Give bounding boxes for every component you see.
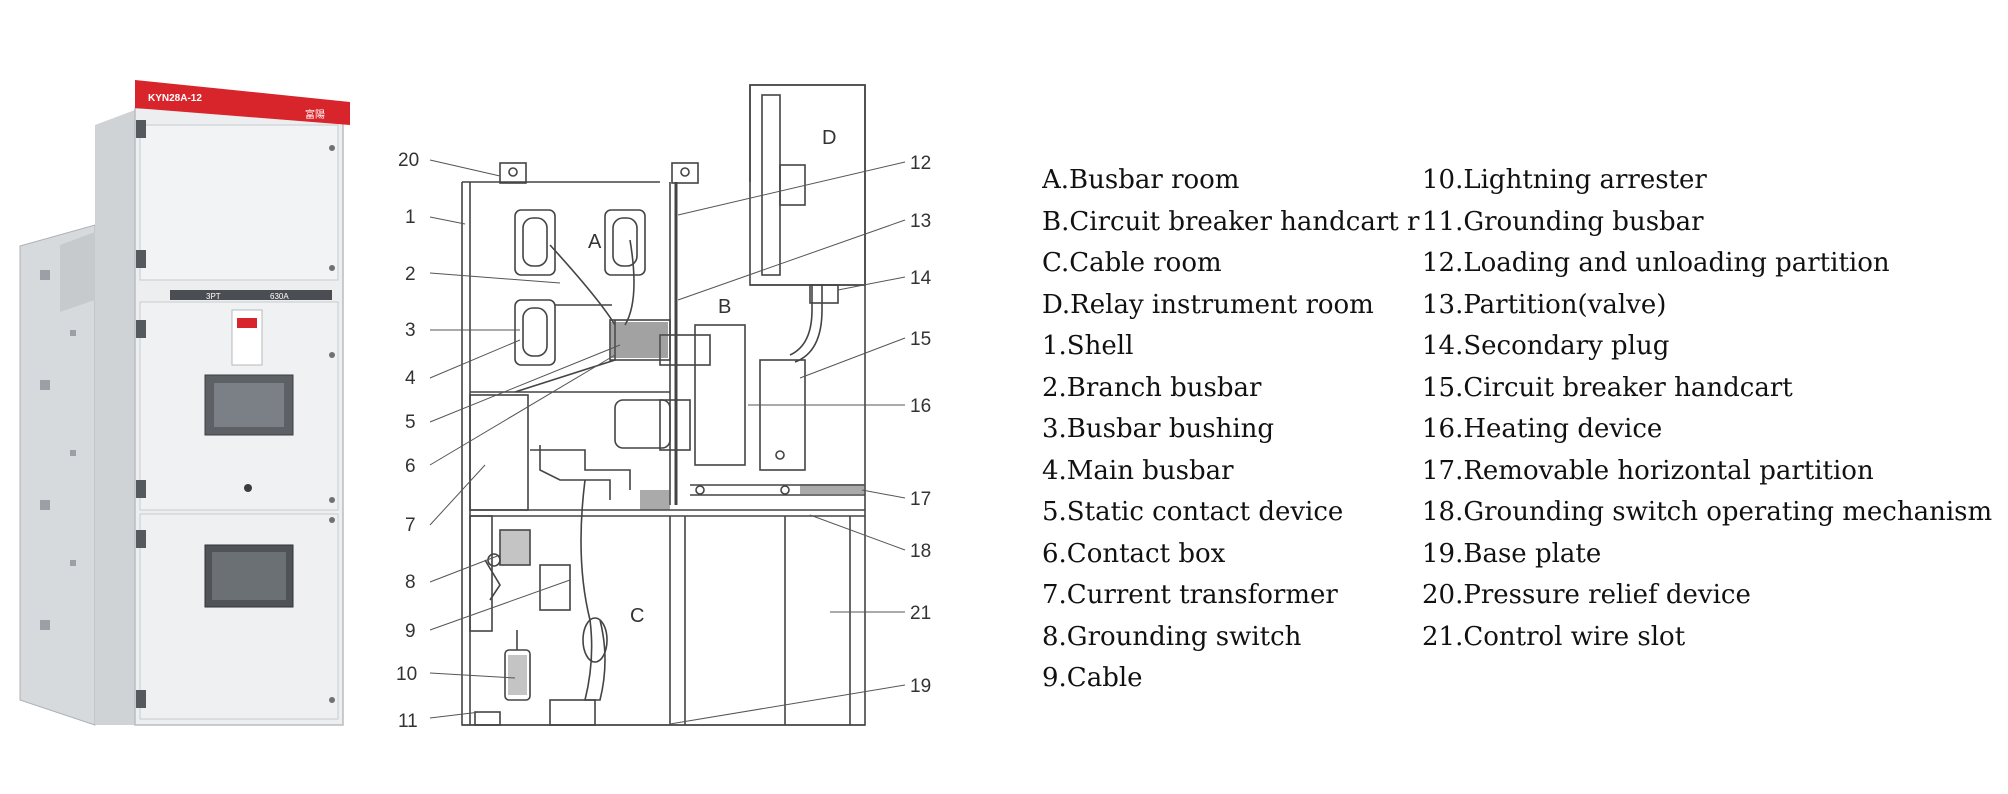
legend-item: 6.Contact box: [1042, 538, 1226, 569]
room-label-c: C: [630, 605, 644, 627]
legend-item: D.Relay instrument room: [1042, 289, 1374, 320]
rating-left: 3PT: [206, 292, 221, 301]
legend-item: 13.Partition(valve): [1422, 289, 1667, 320]
legend-item: 7.Current transformer: [1042, 580, 1338, 610]
callout-7: 7: [405, 515, 416, 536]
callout-9: 9: [405, 621, 416, 642]
legend-item: 5.Static contact device: [1042, 497, 1344, 527]
callout-15: 15: [910, 329, 931, 350]
callout-11: 11: [398, 711, 418, 732]
room-label-b: B: [718, 296, 731, 318]
callout-12: 12: [910, 153, 931, 174]
callout-3: 3: [405, 320, 416, 341]
legend-item: 18.Grounding switch operating mechanism: [1422, 497, 1993, 527]
callout-20: 20: [398, 150, 419, 171]
switchgear-section-diagram: A B C D 20 1 2 3 4 5 6 7 8 9: [396, 84, 932, 732]
component-legend: A.Busbar room B.Circuit breaker handcart…: [1042, 160, 2002, 720]
legend-item: 11.Grounding busbar: [1422, 206, 1704, 237]
legend-item: B.Circuit breaker handcart room: [1042, 206, 1420, 237]
callout-14: 14: [910, 268, 932, 289]
callout-18: 18: [910, 541, 931, 562]
legend-item: 9.Cable: [1042, 663, 1143, 693]
legend-item: C.Cable room: [1042, 248, 1222, 278]
legend-column-left: A.Busbar room B.Circuit breaker handcart…: [1042, 160, 1420, 700]
room-label-d: D: [822, 127, 836, 149]
legend-item: 3.Busbar bushing: [1042, 414, 1275, 444]
legend-item: 8.Grounding switch: [1042, 621, 1302, 652]
legend-item: 2.Branch busbar: [1042, 372, 1262, 403]
callout-2: 2: [405, 264, 416, 285]
model-label: KYN28A-12: [148, 93, 202, 104]
callout-1: 1: [405, 207, 416, 228]
room-label-a: A: [588, 231, 602, 253]
callout-4: 4: [405, 368, 416, 389]
legend-item: 20.Pressure relief device: [1422, 580, 1751, 610]
callout-10: 10: [396, 664, 417, 685]
legend-item: 19.Base plate: [1422, 538, 1602, 569]
callout-13: 13: [910, 211, 931, 232]
cabinet-red-header: [135, 80, 350, 125]
callout-8: 8: [405, 572, 416, 593]
legend-item: 1.Shell: [1042, 331, 1134, 361]
legend-item: A.Busbar room: [1042, 165, 1240, 195]
brand-text: 富陽: [305, 108, 325, 121]
callout-21: 21: [910, 603, 931, 624]
rating-right: 630A: [270, 292, 289, 301]
callout-16: 16: [910, 396, 931, 417]
callout-17: 17: [910, 489, 931, 510]
callout-19: 19: [910, 676, 931, 697]
legend-item: 10.Lightning arrester: [1422, 165, 1707, 195]
switchgear-photo: KYN28A-12 富陽 3PT 630A: [19, 80, 350, 726]
legend-item: 4.Main busbar: [1042, 455, 1234, 486]
legend-item: 15.Circuit breaker handcart: [1422, 372, 1793, 403]
legend-column-right: 10.Lightning arrester 11.Grounding busba…: [1422, 160, 2002, 658]
legend-item: 17.Removable horizontal partition: [1422, 455, 1874, 486]
legend-item: 12.Loading and unloading partition: [1422, 248, 1890, 278]
legend-item: 16.Heating device: [1422, 414, 1663, 444]
legend-item: 21.Control wire slot: [1422, 621, 1686, 652]
callout-6: 6: [405, 456, 416, 477]
callout-5: 5: [405, 412, 416, 433]
legend-item: 14.Secondary plug: [1422, 331, 1670, 361]
